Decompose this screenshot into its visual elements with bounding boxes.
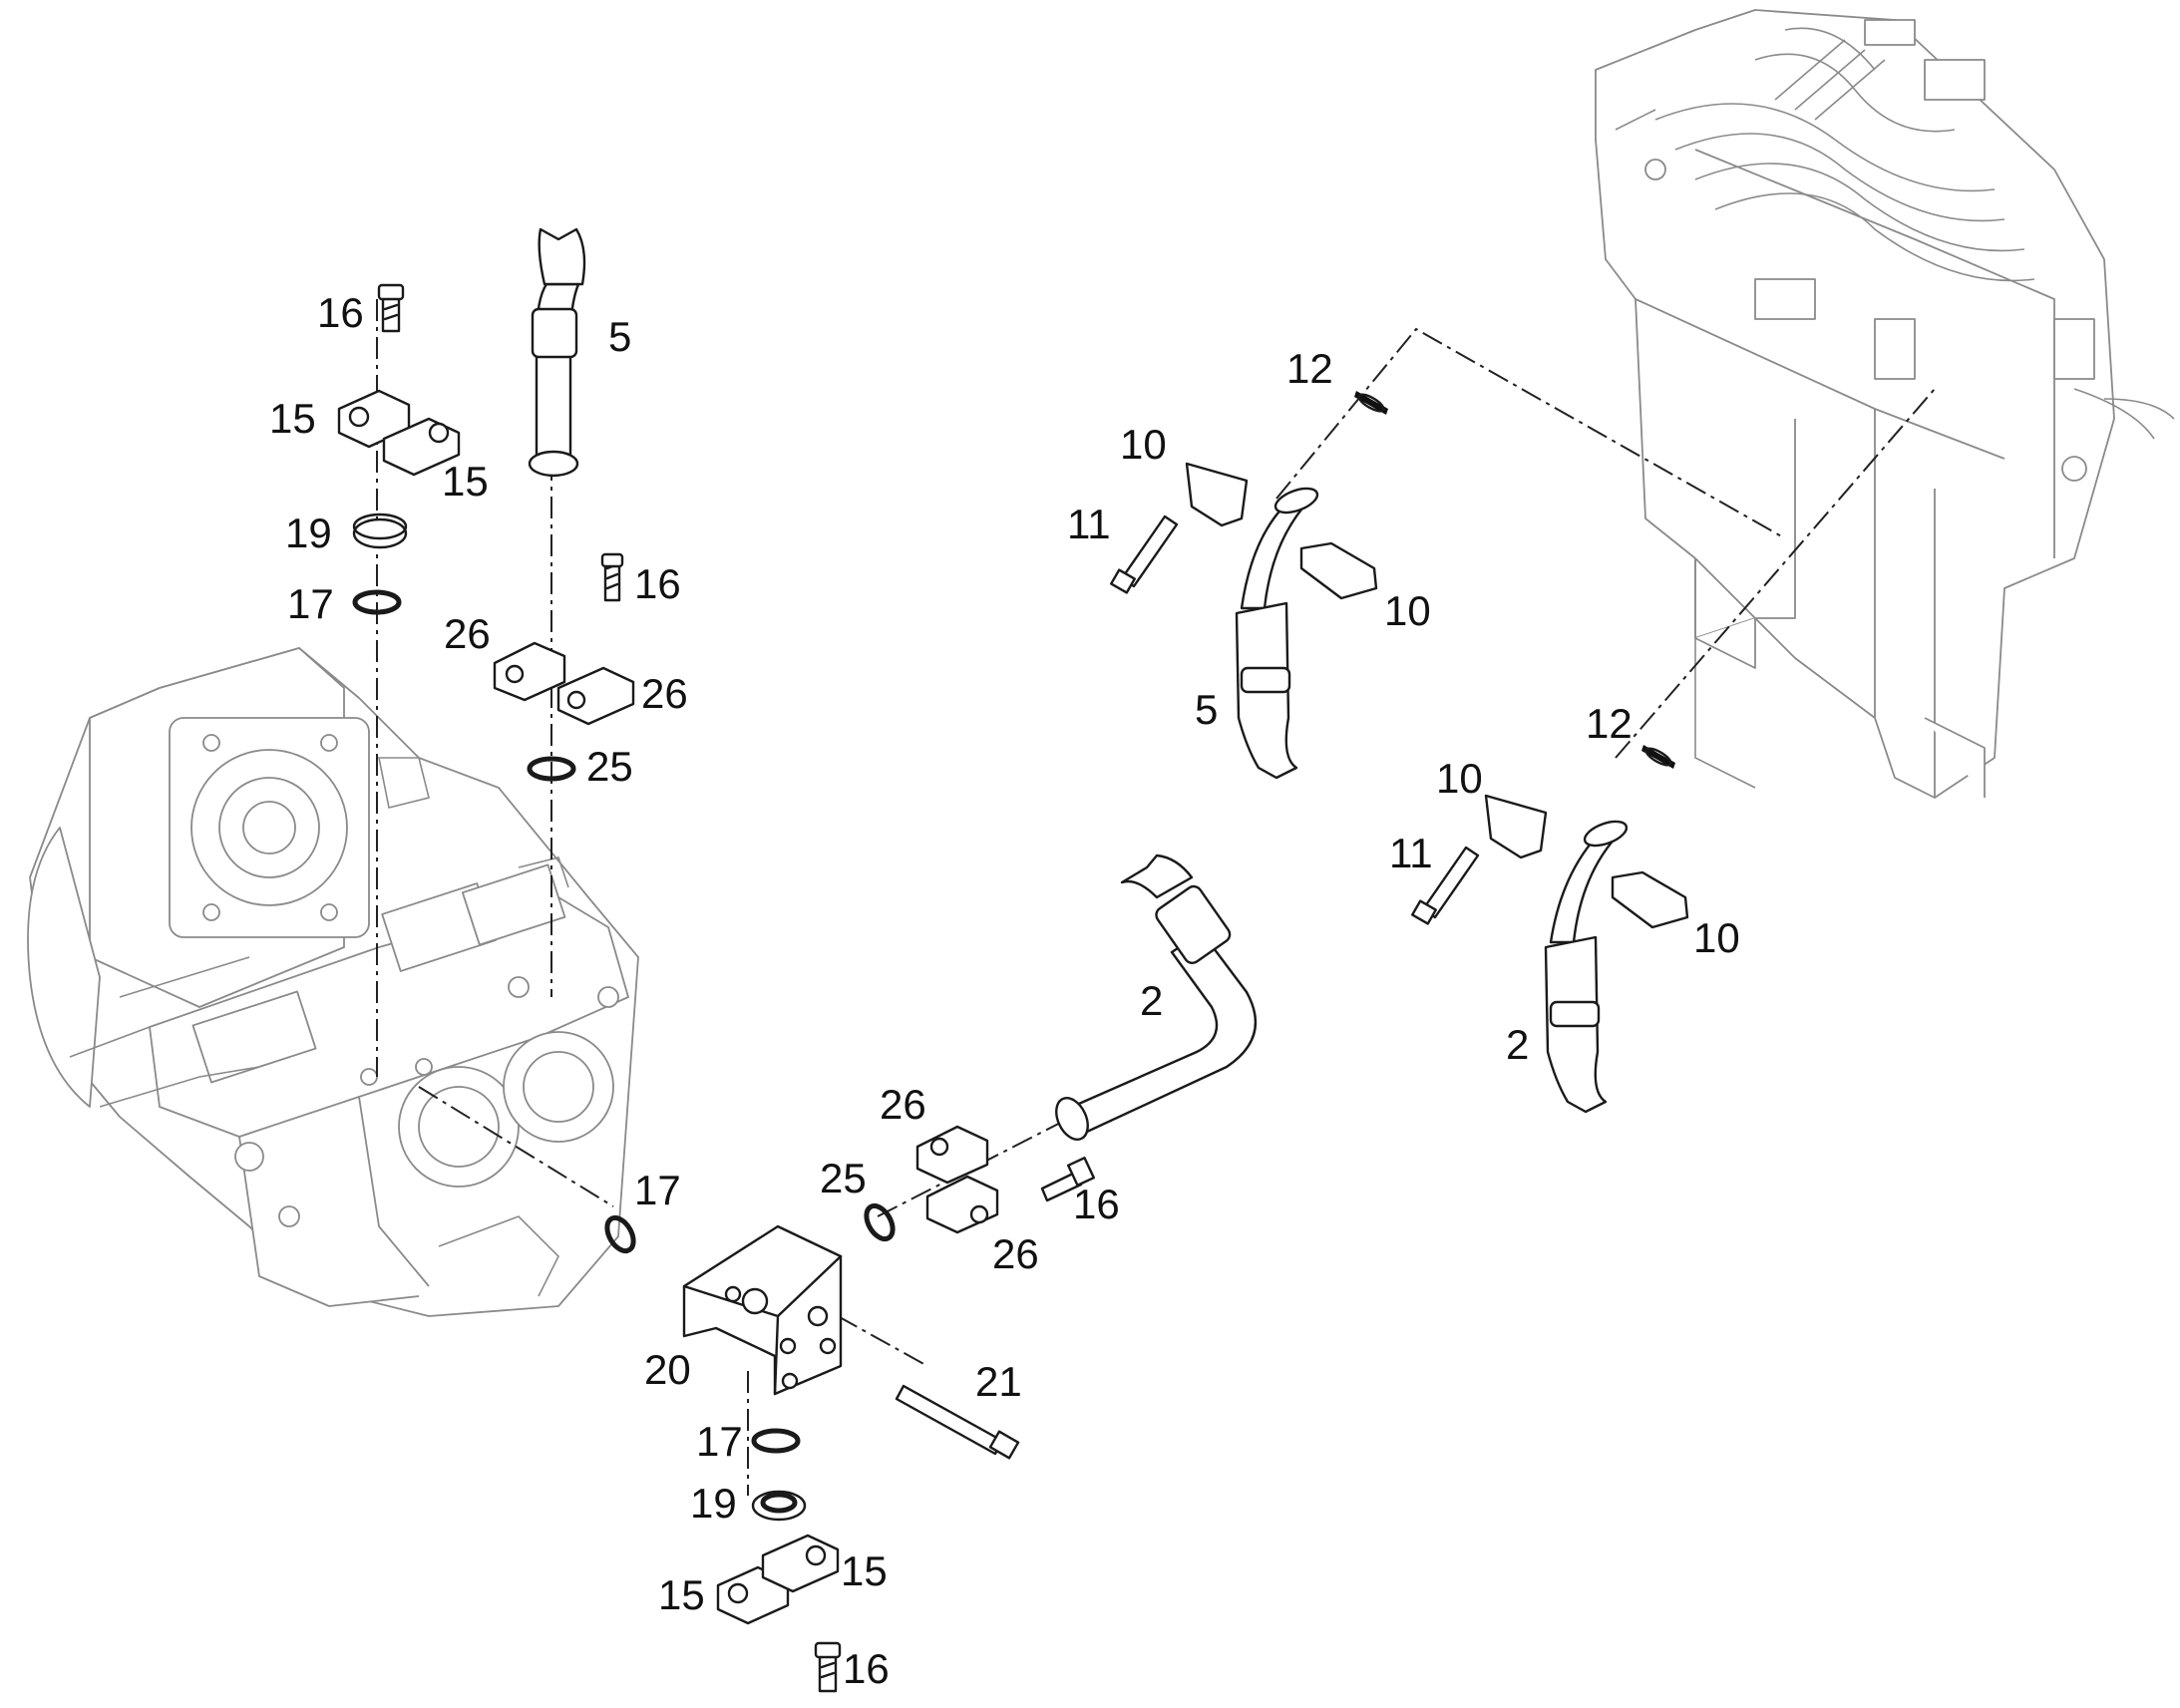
bolt-11-a (1110, 514, 1179, 594)
clamp-10-a-bottom (1299, 541, 1378, 600)
callout-21: 21 (975, 1358, 1022, 1405)
callout-2: 2 (1140, 977, 1163, 1024)
seal-19-top (352, 512, 408, 549)
oring-12-b (1641, 745, 1675, 769)
hose-5-right (1235, 487, 1319, 780)
callout-17: 17 (634, 1167, 681, 1213)
callout-labels: 16 15 15 19 17 5 16 26 26 25 17 20 21 17… (269, 289, 1740, 1692)
callout-2: 2 (1506, 1021, 1529, 1068)
manifold-block-20 (682, 1224, 843, 1396)
oring-12-a (1354, 391, 1388, 415)
callout-5: 5 (1195, 686, 1218, 733)
hose-2-right (1544, 820, 1629, 1114)
clamp-half-15-bottom-b (761, 1534, 840, 1593)
callout-26: 26 (880, 1081, 926, 1128)
oring-17-mid (604, 1214, 636, 1254)
callout-19: 19 (690, 1480, 737, 1527)
clamp-half-26-right-b (925, 1175, 999, 1234)
bolt-16-bottom (814, 1641, 842, 1693)
hose-5-left (528, 227, 586, 478)
hose-2-center (1055, 854, 1257, 1141)
callout-16: 16 (843, 1645, 890, 1692)
transmission-assembly (27, 647, 639, 1317)
callout-10: 10 (1120, 421, 1167, 468)
callout-16: 16 (634, 560, 681, 607)
callout-25: 25 (820, 1155, 867, 1201)
callout-10: 10 (1693, 914, 1740, 961)
callout-15: 15 (269, 395, 316, 442)
oring-25-mid (527, 756, 576, 782)
oring-25-right (864, 1202, 896, 1242)
clamp-10-b-top (1484, 794, 1548, 859)
seal-19-bottom (751, 1490, 807, 1522)
bolt-16-right (1040, 1157, 1096, 1202)
callout-26: 26 (992, 1230, 1039, 1277)
callout-15: 15 (841, 1547, 888, 1594)
callout-10: 10 (1384, 587, 1431, 634)
clamp-10-b-bottom (1611, 870, 1689, 929)
callout-17: 17 (696, 1418, 743, 1465)
callout-12: 12 (1586, 700, 1633, 747)
bolt-16-top (377, 283, 405, 333)
callout-5: 5 (608, 313, 631, 360)
callout-16: 16 (1073, 1181, 1120, 1227)
callout-11: 11 (1389, 830, 1433, 876)
callout-20: 20 (644, 1346, 691, 1393)
clamp-half-26-mid-a (493, 641, 566, 702)
oring-17-bottom (751, 1428, 801, 1454)
callout-19: 19 (285, 510, 332, 556)
callout-25: 25 (586, 743, 633, 790)
callout-11: 11 (1067, 501, 1111, 547)
frame-assembly (1595, 9, 2175, 799)
bolt-16-mid (600, 552, 624, 602)
callout-26: 26 (444, 610, 491, 657)
callout-15: 15 (442, 458, 489, 505)
clamp-10-a-top (1185, 462, 1249, 527)
bolt-21 (895, 1384, 1020, 1460)
callout-26: 26 (641, 670, 688, 717)
callout-16: 16 (317, 289, 364, 336)
callout-15: 15 (658, 1571, 705, 1618)
oring-17-top (352, 589, 402, 615)
clamp-half-26-right-a (915, 1125, 989, 1185)
bolt-11-b (1411, 846, 1480, 925)
callout-12: 12 (1286, 345, 1333, 392)
clamp-half-26-mid-b (556, 666, 635, 726)
callout-10: 10 (1436, 755, 1483, 802)
callout-17: 17 (287, 580, 334, 627)
clamp-half-15-top-b (382, 417, 461, 477)
